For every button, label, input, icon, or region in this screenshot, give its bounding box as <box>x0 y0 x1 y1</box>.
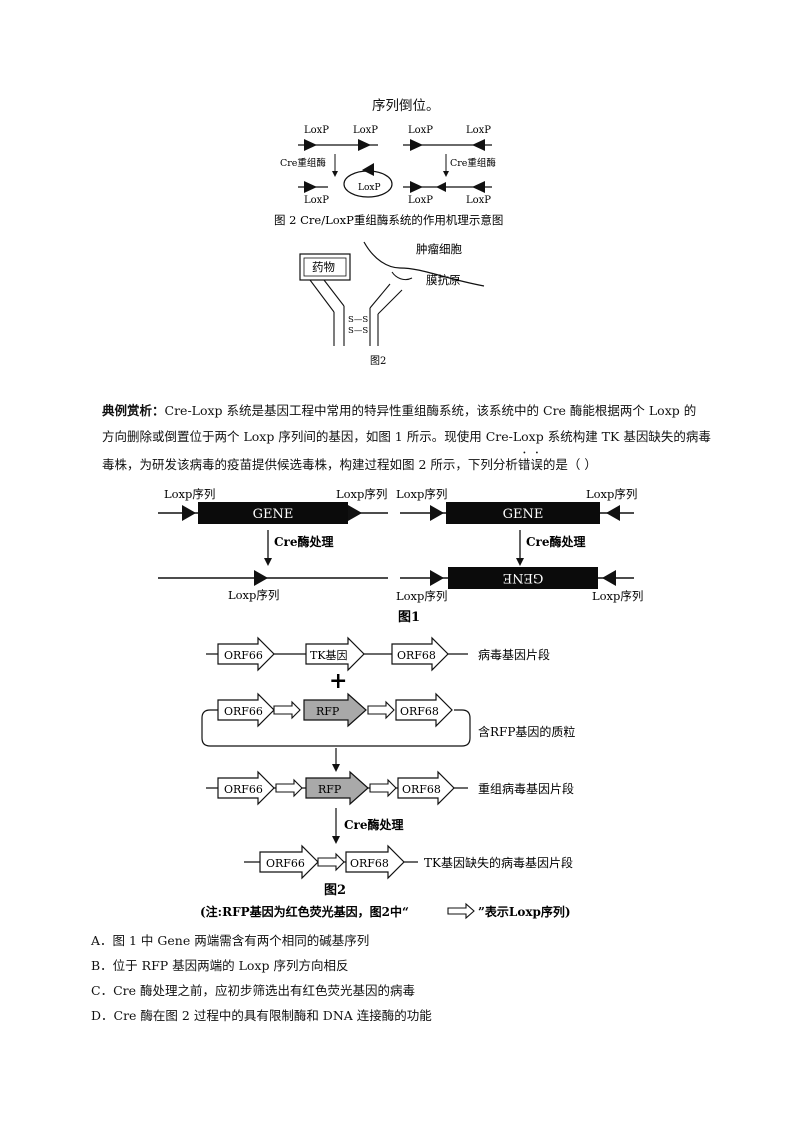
tk-gene-arrow <box>305 636 365 672</box>
loxp-seq-label: Loxp序列 <box>586 487 637 501</box>
drug-antibody-figure: 药物 S—S S—S 肿瘤细胞 膜抗原 图2 <box>299 241 485 367</box>
loxp-label: LoxP <box>466 125 491 136</box>
loxp-seq-label: Loxp序列 <box>592 589 643 603</box>
disulfide-bond: S—S <box>348 315 368 325</box>
loxp-arrow <box>273 700 301 720</box>
tk-deleted-label: TK基因缺失的病毒基因片段 <box>424 855 573 870</box>
drug-label: 药物 <box>312 260 335 274</box>
gene-label: GENE <box>503 507 544 522</box>
gene-block <box>198 502 348 524</box>
orf68-arrow <box>391 636 449 672</box>
loxp-seq-label: Loxp序列 <box>336 487 387 501</box>
cre-enzyme-label: Cre重组酶 <box>280 157 326 169</box>
plasmid-loop <box>201 709 471 747</box>
cre-loxp-caption: 图 2 Cre/LoxP重组酶系统的作用机理示意图 <box>274 213 503 227</box>
option-d: D．Cre 酶在图 2 过程中的具有限制酶和 DNA 连接酶的功能 <box>91 1008 432 1023</box>
cre-treat-label: Cre酶处理 <box>274 534 334 549</box>
example-label: 典例赏析： <box>102 403 165 418</box>
orf66-label: ORF66 <box>224 705 263 718</box>
example-paragraph: 典例赏析：Cre-Loxp 系统是基因工程中常用的特异性重组酶系统，该系统中的 … <box>102 398 722 478</box>
cre-loxp-mechanism-figure: LoxP LoxP Cre重组酶 LoxP LoxP LoxP LoxP Cre… <box>274 125 503 227</box>
disulfide-bond: S—S <box>348 326 368 336</box>
loxp-label: LoxP <box>304 195 329 206</box>
loxp-legend-arrow <box>447 902 475 920</box>
orf66-arrow <box>217 636 275 672</box>
tk-gene-label: TK基因 <box>310 649 348 662</box>
orf66-label: ORF66 <box>224 649 263 662</box>
gene-label: GENE <box>253 507 294 522</box>
rfp-label: RFP <box>318 783 342 796</box>
orf66-label: ORF66 <box>266 857 305 870</box>
figure-2-caption: 图2 <box>324 883 346 898</box>
example-line-3b: 的是（ ） <box>542 457 597 472</box>
loxp-seq-label: Loxp序列 <box>228 588 279 602</box>
loxp-arrow <box>367 700 395 720</box>
figure-1: Loxp序列 Loxp序列 GENE Cre酶处理 Loxp序列 Loxp序列 … <box>158 487 643 625</box>
tumor-cell-label: 肿瘤细胞 <box>416 242 462 256</box>
figure-2-note-a: (注:RFP基因为红色荧光基因，图2中“ <box>200 904 409 919</box>
inverted-gene-block <box>448 567 598 589</box>
plasmid-label: 含RFP基因的质粒 <box>478 724 575 739</box>
membrane-antigen-label: 膜抗原 <box>426 273 461 287</box>
intro-line: 序列倒位。 <box>372 98 440 114</box>
cre-treat-label: Cre酶处理 <box>344 817 404 832</box>
gene-block <box>446 502 600 524</box>
virus-fragment-label: 病毒基因片段 <box>478 647 550 662</box>
plus-sign: + <box>329 668 347 694</box>
example-line-3a: 毒株，为研发该病毒的疫苗提供候选毒株，构建过程如图 2 所示，下列分析 <box>102 457 518 472</box>
option-a: A．图 1 中 Gene 两端需含有两个相同的碱基序列 <box>91 933 370 948</box>
loxp-label: LoxP <box>358 183 381 193</box>
orf68-label: ORF68 <box>350 857 389 870</box>
orf68-label: ORF68 <box>400 705 439 718</box>
loxp-label: LoxP <box>466 195 491 206</box>
figure-2: ORF66 TK基因 ORF68 病毒基因片段 + ORF66 RFP ORF6… <box>200 636 575 920</box>
loxp-triangle <box>304 139 317 151</box>
cre-enzyme-label: Cre重组酶 <box>450 157 496 169</box>
loxp-label: LoxP <box>304 125 329 136</box>
emphasis-word: 错误 <box>517 457 543 472</box>
example-line-2: 方向删除或倒置位于两个 Loxp 序列间的基因，如图 1 所示。现使用 Cre-… <box>102 429 711 444</box>
loxp-label: LoxP <box>408 125 433 136</box>
loxp-label: LoxP <box>353 125 378 136</box>
rfp-arrow <box>303 692 367 728</box>
option-b: B．位于 RFP 基因两端的 Loxp 序列方向相反 <box>91 958 349 973</box>
option-c: C．Cre 酶处理之前，应初步筛选出有红色荧光基因的病毒 <box>91 983 415 998</box>
figure-1-caption: 图1 <box>398 610 420 625</box>
loxp-seq-label: Loxp序列 <box>396 487 447 501</box>
loxp-triangle <box>358 139 371 151</box>
rfp-label: RFP <box>316 705 340 718</box>
loxp-seq-label: Loxp序列 <box>164 487 215 501</box>
orf66-label: ORF66 <box>224 783 263 796</box>
drug-figure-caption: 图2 <box>370 355 386 367</box>
orf68-label: ORF68 <box>402 783 441 796</box>
recomb-fragment-label: 重组病毒基因片段 <box>478 781 574 796</box>
figure-2-note-b: ”表示Loxp序列) <box>478 904 571 919</box>
orf68-label: ORF68 <box>397 649 436 662</box>
loxp-label: LoxP <box>408 195 433 206</box>
loxp-seq-label: Loxp序列 <box>396 589 447 603</box>
inverted-gene-label: GENE <box>503 570 544 585</box>
cre-treat-label: Cre酶处理 <box>526 534 586 549</box>
example-line-1: Cre-Loxp 系统是基因工程中常用的特异性重组酶系统，该系统中的 Cre 酶… <box>164 403 697 418</box>
